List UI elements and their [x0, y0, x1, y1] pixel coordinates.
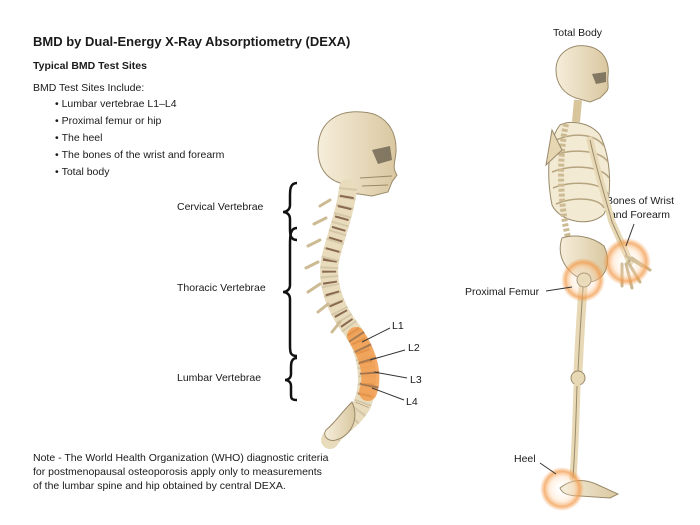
skeleton-skull — [555, 45, 609, 103]
wrist-highlight — [603, 238, 651, 286]
wrist-label-line2: and Forearm — [609, 209, 671, 221]
list-item: The heel — [55, 130, 224, 147]
skull-shape — [317, 111, 398, 197]
l2-label: L2 — [408, 342, 420, 354]
l3-label: L3 — [410, 374, 422, 386]
region-braces — [282, 181, 298, 402]
l1-label: L1 — [392, 320, 404, 332]
list-item: Proximal femur or hip — [55, 113, 224, 130]
heel-label: Heel — [514, 453, 536, 465]
list-item: Total body — [55, 164, 224, 181]
sacrum-shape — [324, 401, 356, 441]
lumbar-brace — [284, 356, 298, 402]
spine-figure — [304, 111, 398, 449]
thoracic-label: Thoracic Vertebrae — [177, 282, 266, 294]
section-subtitle: Typical BMD Test Sites — [33, 60, 147, 72]
list-item: Lumbar vertebrae L1–L4 — [55, 96, 224, 113]
list-item: The bones of the wrist and forearm — [55, 147, 225, 164]
intro-text: BMD Test Sites Include: — [33, 82, 145, 94]
heel-highlight — [540, 467, 584, 511]
lumbar-highlight — [347, 327, 380, 401]
page-title: BMD by Dual-Energy X-Ray Absorptiometry … — [33, 34, 351, 49]
wrist-label-line1: Bones of Wrist — [605, 195, 675, 207]
skeleton-leaders — [539, 223, 635, 475]
who-note: Note - The World Health Organization (WH… — [33, 452, 329, 492]
cervical-label: Cervical Vertebrae — [177, 201, 264, 213]
lumbar-leaders — [361, 327, 408, 401]
total-body-label: Total Body — [553, 27, 603, 39]
femur-highlight — [561, 258, 605, 302]
cervical-brace — [282, 181, 298, 242]
test-sites-list: Lumbar vertebrae L1–L4 Proximal femur or… — [55, 96, 225, 181]
thoracic-brace — [282, 226, 298, 358]
lumbar-label: Lumbar Vertebrae — [177, 372, 262, 384]
femur-label: Proximal Femur — [465, 286, 540, 298]
l4-label: L4 — [406, 396, 418, 408]
skeleton-figure — [540, 45, 652, 511]
